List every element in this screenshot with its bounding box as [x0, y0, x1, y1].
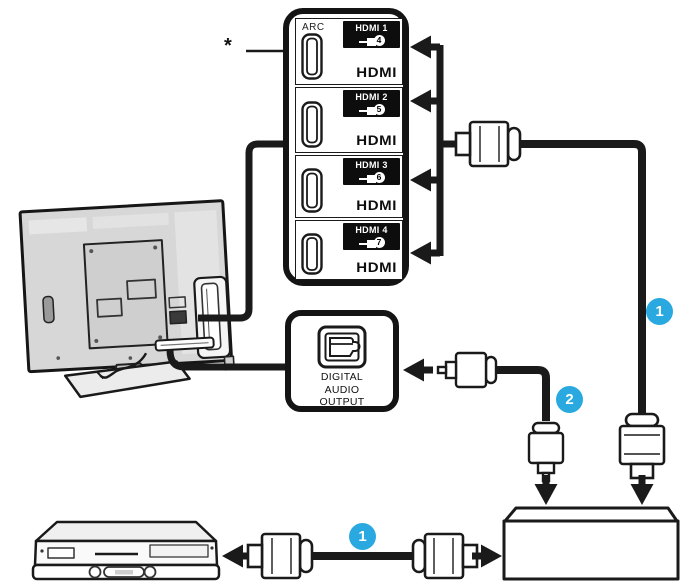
arrow-into-hdmi2 — [410, 89, 440, 113]
hdmi-port-icon — [301, 233, 323, 275]
arrow-into-hdmi4 — [410, 241, 440, 265]
hdmi2-badge: HDMI 2 5 — [343, 90, 400, 117]
step-number: 5 — [373, 104, 385, 115]
hdmi-port-icon — [301, 33, 323, 80]
hdmi-plug-icon — [454, 120, 522, 168]
arrow-into-hdmi3 — [410, 168, 440, 192]
cable-marker-1: 1 — [349, 523, 376, 550]
plug-step-icon: 5 — [358, 103, 385, 116]
optical-cable-2 — [403, 351, 565, 505]
hdmi-cable-player — [222, 532, 502, 580]
hdmi-logo: HDMI — [356, 197, 397, 214]
plug-step-icon: 7 — [358, 236, 385, 249]
hdmi-port-icon — [301, 101, 323, 148]
audio-label-line3: OUTPUT — [319, 396, 365, 408]
hdmi2-badge-label: HDMI 2 — [355, 92, 388, 102]
tv-rear-illustration — [18, 199, 235, 399]
hdmi3-jack-section: HDMI 3 6 HDMI — [295, 155, 403, 218]
step-number: 4 — [373, 35, 385, 46]
hdmi1-jack-section: ARC HDMI 1 4 HDMI — [295, 18, 403, 85]
plug-step-icon: 6 — [358, 171, 385, 184]
hdmi-logo: HDMI — [356, 132, 397, 149]
cable-marker-1: 1 — [646, 298, 673, 325]
arrow-into-audio-out — [403, 358, 433, 382]
hdmi-bracket-arrows — [410, 35, 458, 265]
hdmi3-badge: HDMI 3 6 — [343, 158, 400, 185]
arrow-into-amp-hdmi — [630, 475, 654, 505]
hdmi-panel-leader-line — [198, 140, 288, 322]
audio-panel-leader-line — [166, 349, 290, 371]
power-cord — [99, 352, 148, 379]
hdmi4-badge-label: HDMI 4 — [355, 225, 388, 235]
optical-plug-icon — [436, 351, 498, 389]
av-amplifier-illustration — [502, 506, 680, 581]
step-number: 7 — [373, 237, 385, 248]
hdmi-cable-1 — [454, 120, 666, 505]
hdmi3-badge-label: HDMI 3 — [355, 160, 388, 170]
hdmi-logo: HDMI — [356, 259, 397, 276]
step-number: 6 — [373, 172, 385, 183]
hdmi1-badge: HDMI 1 4 — [343, 21, 400, 48]
optical-plug-icon — [527, 421, 565, 483]
hdmi4-jack-section: HDMI 4 7 HDMI — [295, 220, 403, 280]
plug-step-icon: 4 — [358, 34, 385, 47]
arrow-into-hdmi1 — [410, 35, 440, 59]
arc-label: ARC — [302, 22, 325, 33]
hdmi1-badge-label: HDMI 1 — [355, 23, 388, 33]
hdmi-logo: HDMI — [356, 64, 397, 81]
hdmi4-badge: HDMI 4 7 — [343, 223, 400, 250]
digital-audio-output-panel: DIGITAL AUDIO OUTPUT — [285, 310, 399, 412]
hdmi-plug-icon — [618, 412, 666, 480]
hdmi-plug-icon — [411, 532, 479, 580]
audio-label-line1: DIGITAL — [320, 371, 364, 383]
player-illustration — [31, 520, 221, 581]
audio-label-line2: AUDIO — [324, 383, 360, 396]
arc-asterisk: * — [224, 35, 232, 57]
hdmi2-jack-section: HDMI 2 5 HDMI — [295, 87, 403, 153]
arrow-into-amp-optical — [534, 475, 558, 505]
hdmi-plug-icon — [246, 532, 314, 580]
cable-marker-2: 2 — [556, 386, 583, 413]
hdmi-port-icon — [301, 168, 323, 213]
optical-port-icon — [317, 325, 367, 369]
